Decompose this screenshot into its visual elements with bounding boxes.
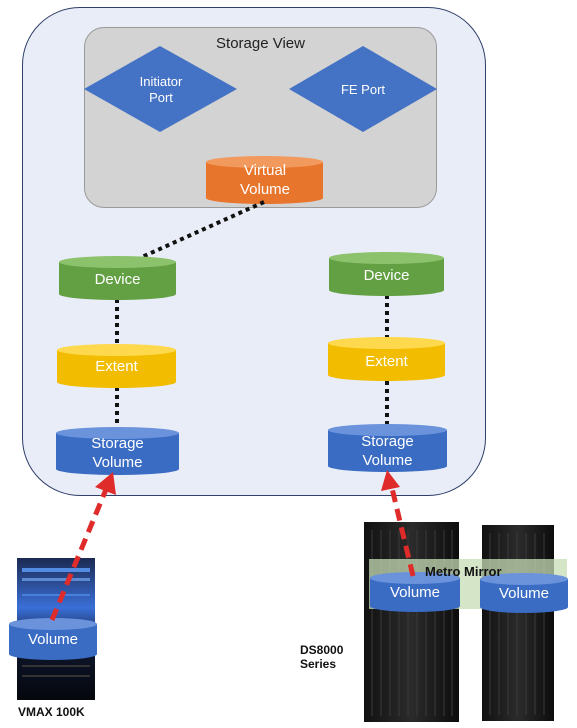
- vmax-volume-label: Volume: [27, 631, 79, 648]
- ds8000-rack-left: [364, 522, 459, 722]
- ds8000-rack-right: [482, 525, 554, 721]
- fe-port-label: FE Port: [340, 82, 386, 97]
- left-storage-volume-label: Storage Volume: [91, 435, 144, 471]
- right-extent-label: Extent: [365, 353, 408, 370]
- metro-mirror-label: Metro Mirror: [425, 564, 502, 579]
- storage-view-title: Storage View: [216, 35, 305, 52]
- ds8000-volume-cylinder-1: [370, 572, 460, 612]
- virtual-volume-label: Virtual Volume: [239, 162, 291, 198]
- right-device-label: Device: [363, 267, 410, 284]
- ds8000-volume-1-label: Volume: [389, 584, 441, 601]
- left-extent-cylinder: [57, 344, 176, 388]
- right-storage-volume-label: Storage Volume: [361, 433, 414, 469]
- right-device-cylinder: [329, 252, 444, 296]
- ds8000-volume-2-label: Volume: [498, 585, 550, 602]
- right-extent-cylinder: [328, 337, 445, 381]
- vmax-volume-cylinder: [9, 618, 97, 660]
- ds8000-caption: DS8000 Series: [300, 643, 344, 671]
- ds8000-to-right-sv-arrow: [388, 483, 416, 577]
- ds8000-volume-cylinder-2: [480, 573, 568, 613]
- left-device-label: Device: [94, 271, 141, 288]
- left-storage-volume-cylinder: [56, 427, 179, 475]
- right-storage-volume-cylinder: [328, 424, 447, 472]
- vmax-caption: VMAX 100K: [18, 705, 85, 719]
- initiator-port-label: Initiator Port: [139, 74, 183, 105]
- left-extent-label: Extent: [95, 358, 138, 375]
- initiator-port-diamond: [84, 46, 237, 132]
- fe-port-diamond: [289, 46, 437, 132]
- vmax-arrowhead: [95, 472, 116, 495]
- vmax-to-left-sv-arrow: [49, 486, 110, 621]
- virtual-volume-cylinder: [206, 156, 323, 204]
- ds8000-arrowhead: [381, 470, 400, 491]
- left-device-cylinder: [59, 256, 176, 300]
- connector-vv-device: [141, 200, 265, 259]
